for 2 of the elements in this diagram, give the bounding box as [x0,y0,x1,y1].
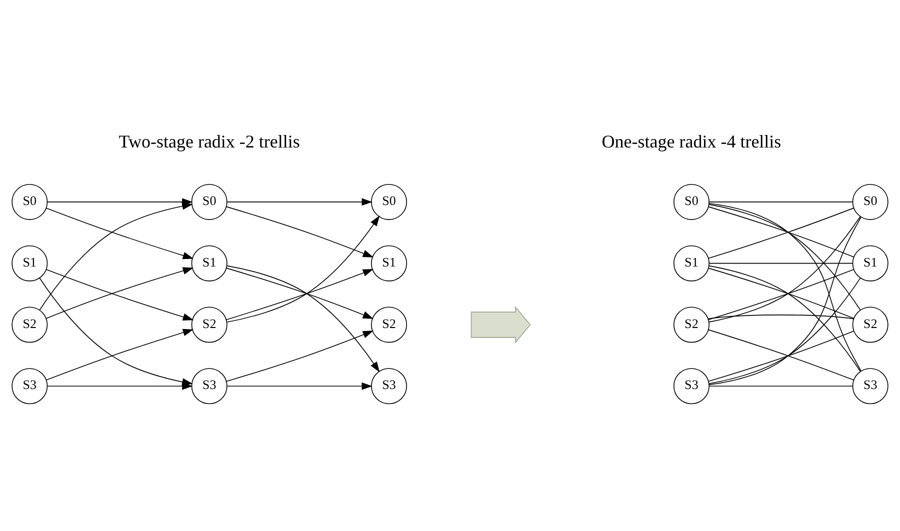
label: Two-stage radix -2 trellis [118,131,300,152]
label: One-stage radix -4 trellis [602,131,782,152]
